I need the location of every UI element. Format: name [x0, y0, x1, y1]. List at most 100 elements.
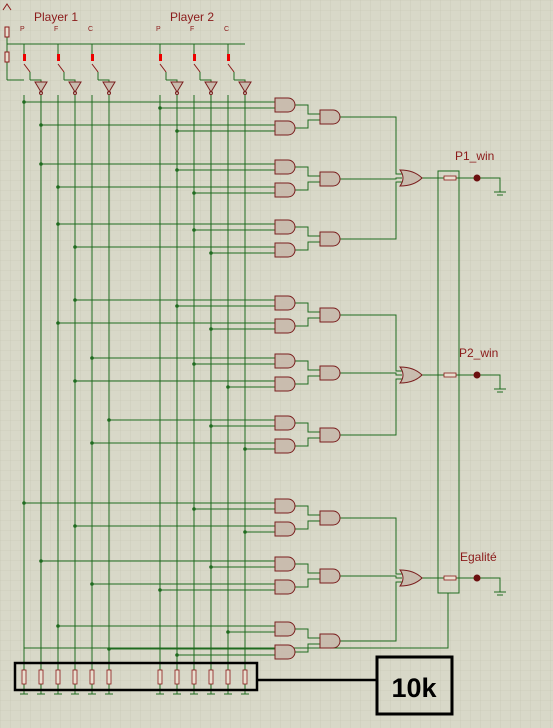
junction-dot [56, 624, 60, 628]
inverter-gate [204, 81, 218, 93]
stage-link [295, 375, 320, 385]
or-input [340, 575, 402, 579]
and-gate [274, 219, 296, 235]
components [2, 3, 481, 685]
and-gate [319, 568, 341, 584]
or-input [340, 517, 402, 575]
and-gate [319, 109, 341, 125]
output-probe [473, 371, 481, 379]
output-resistor [443, 175, 457, 181]
stage-link [295, 317, 320, 327]
junction-dot [175, 304, 179, 308]
p2-switch-f-label: F [190, 26, 194, 33]
junction-dot [243, 447, 247, 451]
switch-contact [91, 63, 99, 73]
pulldown-resistor [38, 669, 44, 685]
ground-lead [477, 374, 501, 389]
or-gate [399, 366, 423, 384]
p1-switch-p-label: P [20, 26, 25, 33]
junction-dot [90, 441, 94, 445]
or-input [340, 581, 402, 642]
inverter-gate [68, 81, 82, 93]
inverter-bubble [39, 91, 43, 95]
stage-link [295, 422, 320, 433]
junction-dot [192, 507, 196, 511]
junction-dot [209, 327, 213, 331]
junction-dot [90, 582, 94, 586]
ground-lead [477, 577, 501, 592]
p1-switch-f-label: F [54, 26, 58, 33]
inverter-in [234, 79, 246, 82]
inverter-gate [170, 81, 184, 93]
or-input [340, 116, 402, 175]
switch-contact [23, 63, 31, 73]
and-gate [274, 376, 296, 392]
switch-contact [57, 63, 65, 73]
and-gate [274, 498, 296, 514]
stage-link [295, 505, 320, 516]
junction-dot [226, 385, 230, 389]
p1-switch-c-label: C [88, 26, 93, 33]
ground-lead [477, 177, 501, 192]
inverter-bubble [73, 91, 77, 95]
junction-dot [192, 191, 196, 195]
output-resistor [443, 575, 457, 581]
stage-link [295, 104, 320, 115]
and-gate [274, 644, 296, 660]
junction-dot [39, 162, 43, 166]
junction-dot [192, 362, 196, 366]
output-resistor [443, 372, 457, 378]
stage-link [295, 166, 320, 177]
switch-indicator [159, 54, 162, 61]
p1-win-label: P1_win [455, 149, 494, 163]
inverter-bubble [243, 91, 247, 95]
and-gate [274, 318, 296, 334]
junction-dot [209, 565, 213, 569]
p2-switch-c-label: C [224, 26, 229, 33]
and-gate [319, 427, 341, 443]
switch-indicator [91, 54, 94, 61]
junction-dot [22, 100, 26, 104]
or-gate [399, 569, 423, 587]
switch-contact [193, 63, 201, 73]
stage-link [295, 628, 320, 639]
and-gate [274, 120, 296, 136]
pulldown-resistor [191, 669, 197, 685]
inverter-gate [102, 81, 116, 93]
resistor-value-label: 10k [391, 673, 437, 703]
resistor-pack-box [13, 661, 259, 692]
junction-dot [175, 168, 179, 172]
stage-link [295, 520, 320, 530]
or-input [340, 177, 402, 180]
or-input [340, 181, 402, 240]
junction-dot [56, 185, 60, 189]
switch-indicator [193, 54, 196, 61]
junction-dot [175, 653, 179, 657]
pullup-resistor [4, 51, 10, 63]
or-input [340, 372, 402, 376]
or-gate [399, 169, 423, 187]
junction-dot [39, 123, 43, 127]
and-gate [274, 97, 296, 113]
junction-dot [107, 418, 111, 422]
player1-label: Player 1 [34, 10, 78, 24]
junction-dot [56, 321, 60, 325]
junction-dot [73, 245, 77, 249]
junction-dot [73, 524, 77, 528]
inverter-bubble [209, 91, 213, 95]
inverter-in [166, 79, 178, 82]
inverter-in [64, 79, 76, 82]
switch-indicator [57, 54, 60, 61]
junction-dot [209, 251, 213, 255]
junction-dot [73, 379, 77, 383]
junction-dot [175, 129, 179, 133]
and-gate [319, 307, 341, 323]
pulldown-resistor [21, 669, 27, 685]
junction-dot [158, 588, 162, 592]
bus-return [24, 593, 449, 649]
inverter-gate [238, 81, 252, 93]
inverter-gate [34, 81, 48, 93]
switch-contact [159, 63, 167, 73]
